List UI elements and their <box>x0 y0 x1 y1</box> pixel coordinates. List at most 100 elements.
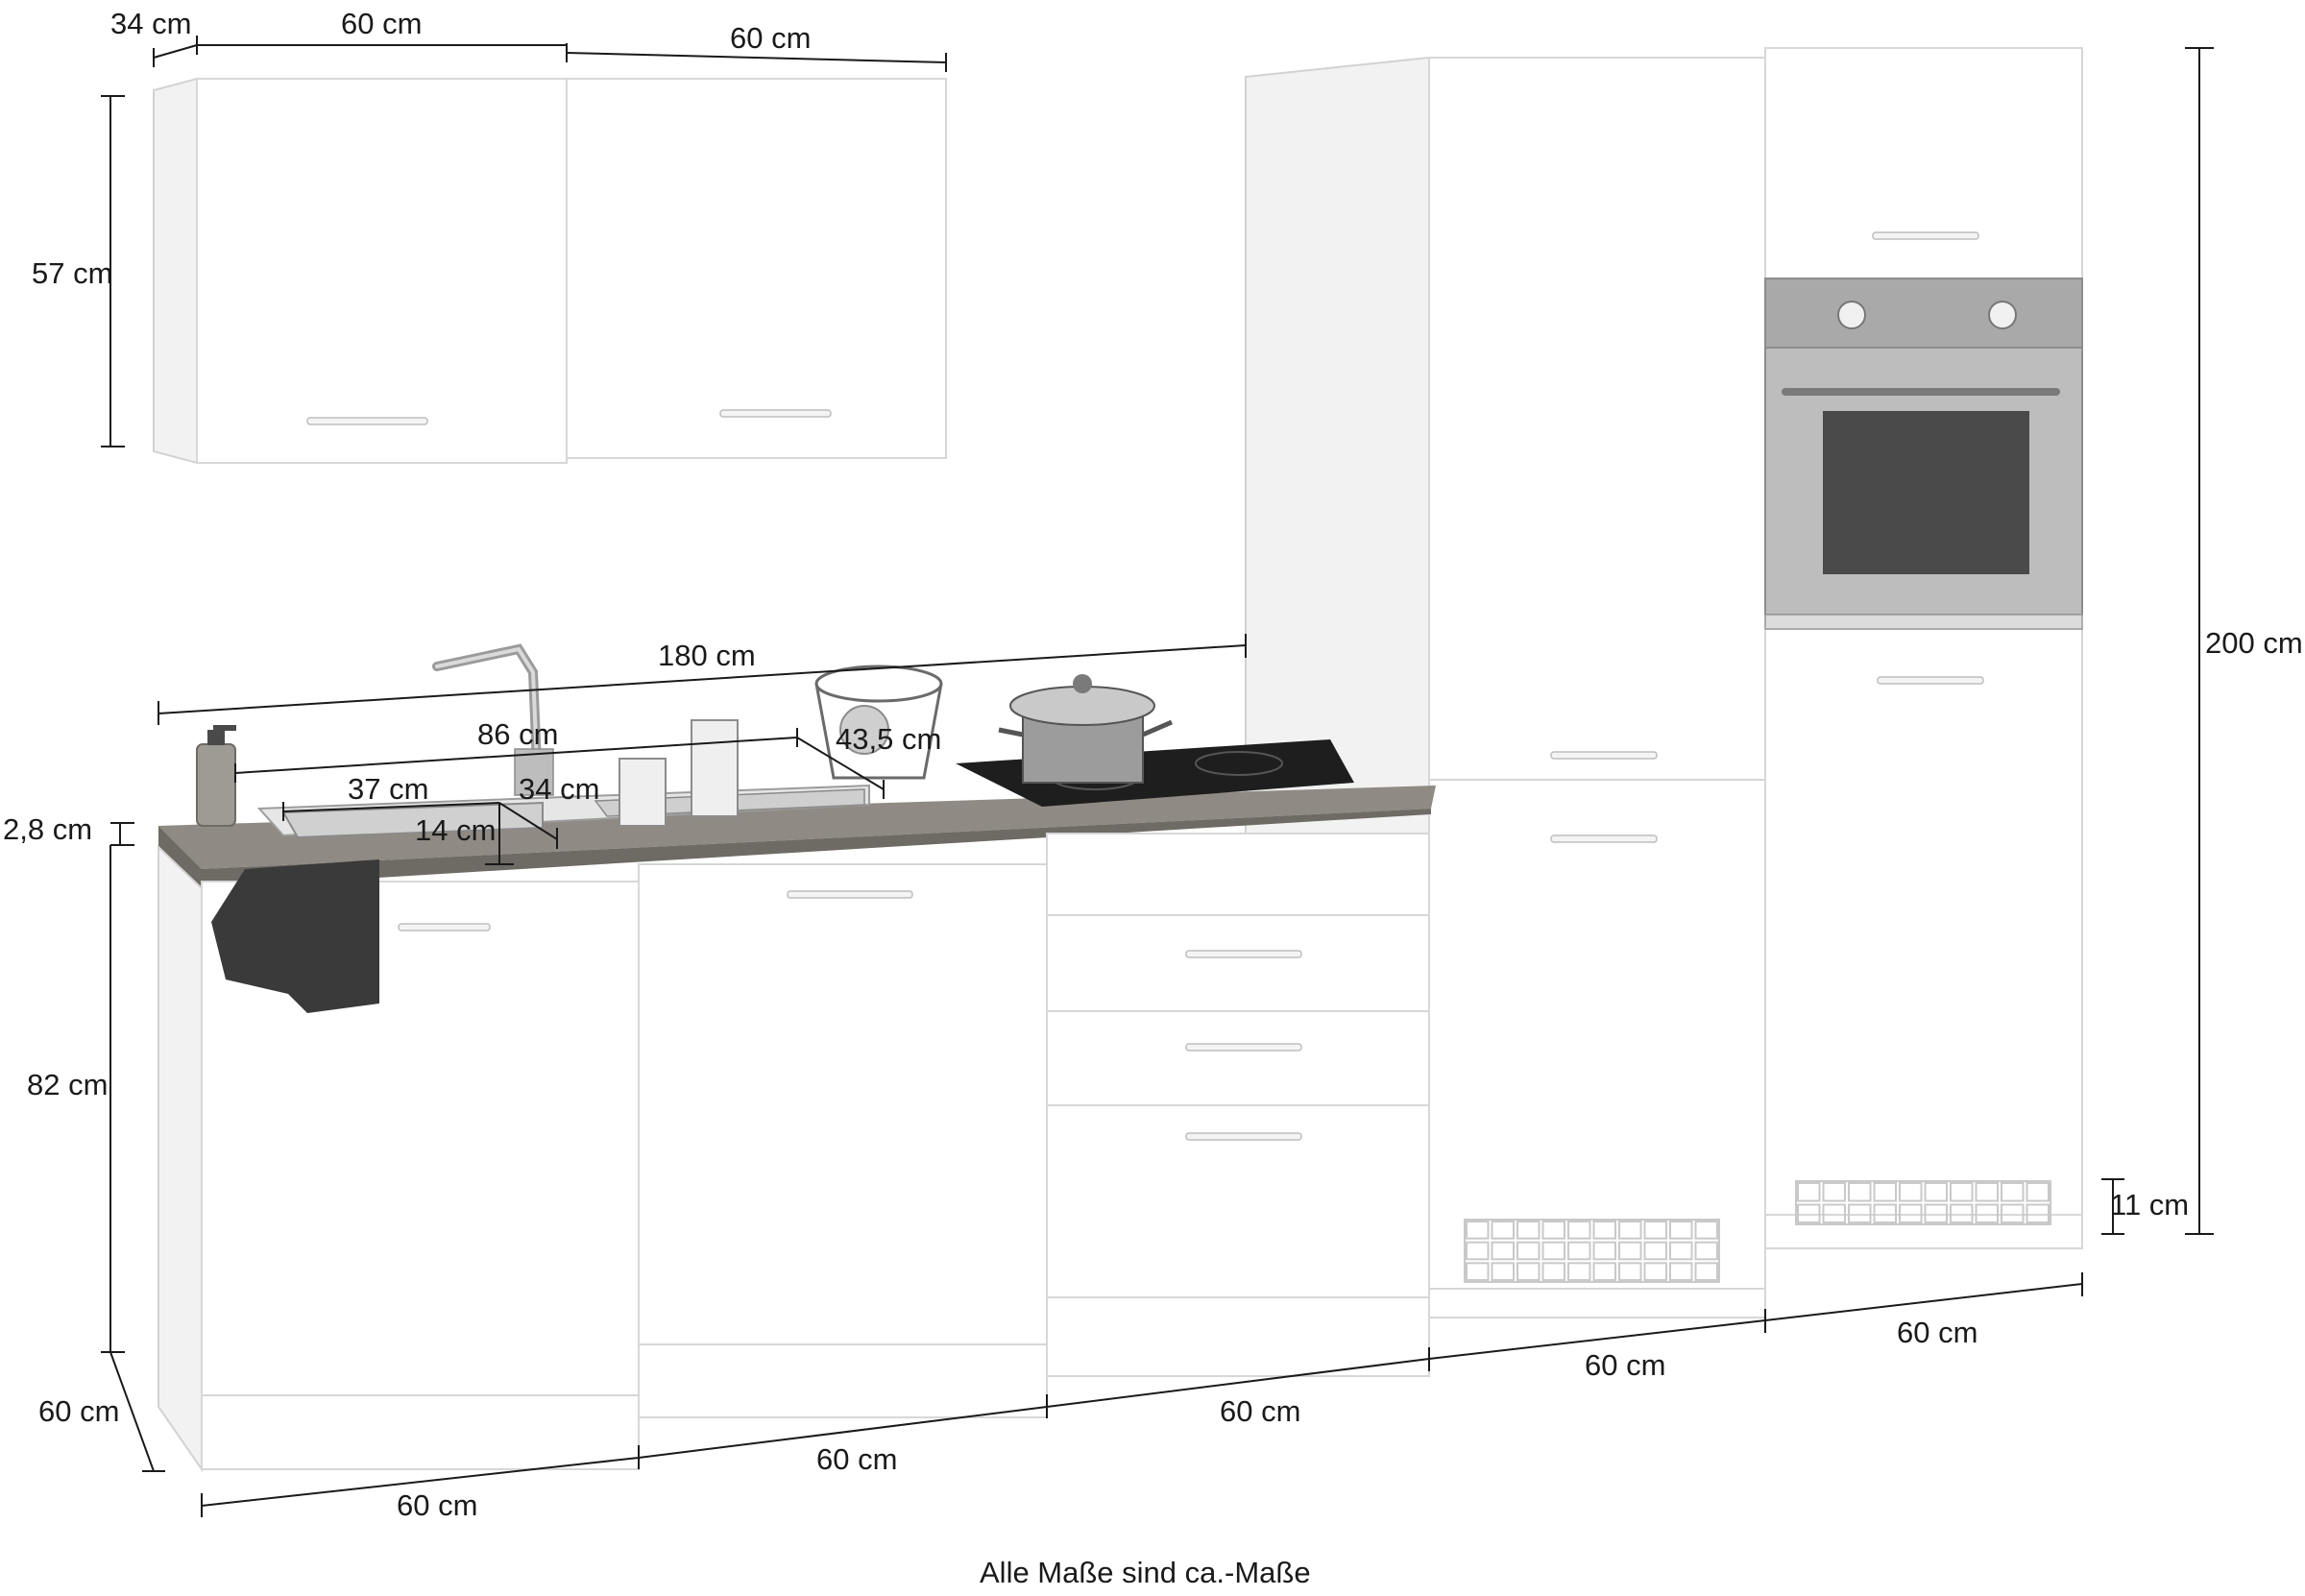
dimension-lines <box>101 36 2214 1517</box>
cups <box>619 719 739 827</box>
base-plinth-2 <box>638 1343 1048 1418</box>
base-plinth-1 <box>201 1394 640 1470</box>
vent-slot <box>1567 1241 1591 1261</box>
soap-dispenser-icon <box>196 725 236 827</box>
label-bowl-width: 37 cm <box>348 772 428 806</box>
vent-slot <box>1541 1241 1565 1261</box>
tea-towel <box>211 859 379 1013</box>
vent-slot <box>2001 1182 2025 1202</box>
drawer-4-handle <box>1185 1132 1302 1141</box>
base-cabinet-side <box>158 844 203 1473</box>
vent-slot <box>1975 1182 1999 1202</box>
vent-slot <box>1516 1241 1541 1261</box>
hob-ring <box>1195 751 1283 776</box>
cooking-pot-icon <box>998 674 1173 784</box>
vent-slot <box>1669 1241 1693 1261</box>
base-plinth-3 <box>1046 1296 1430 1377</box>
fridge-lower-handle <box>1550 834 1658 843</box>
label-base-width-2: 60 cm <box>816 1442 897 1476</box>
fridge-upper-handle <box>1550 751 1658 760</box>
oven-control-panel <box>1764 278 2083 349</box>
drawer-3-handle <box>1185 1043 1302 1052</box>
label-drainer-width: 34 cm <box>519 772 599 806</box>
label-wall-height: 57 cm <box>32 256 112 290</box>
vent-slot <box>1899 1203 1923 1223</box>
label-base-width-3: 60 cm <box>1220 1394 1300 1428</box>
drawer-1 <box>1046 833 1430 916</box>
oven-tower-bottom-handle <box>1877 676 1984 685</box>
vent-slot <box>1797 1182 1821 1202</box>
vent-slot <box>1567 1221 1591 1240</box>
vent-slot <box>1466 1241 1490 1261</box>
vent-slot <box>1924 1203 1948 1223</box>
cooktop-surface <box>956 739 1354 807</box>
faucet-icon <box>432 643 554 796</box>
vent-slot <box>1873 1182 1897 1202</box>
vent-slot <box>1618 1241 1642 1261</box>
label-base-depth: 60 cm <box>38 1394 119 1428</box>
fridge-upper-door <box>1428 57 1766 803</box>
sink-base-handle <box>398 923 491 931</box>
label-base-width-5: 60 cm <box>1897 1316 1977 1349</box>
footer-note: Alle Maße sind ca.-Maße <box>980 1556 1311 1589</box>
fridge-vent-grille <box>1464 1219 1720 1283</box>
label-wall-width-left: 60 cm <box>341 7 422 40</box>
worktop-front <box>202 809 1431 888</box>
wall-cabinet-right <box>566 78 947 459</box>
patterned-cup-1 <box>619 758 667 827</box>
label-worktop-thickness: 2,8 cm <box>3 812 92 846</box>
vent-slot <box>1592 1241 1616 1261</box>
vent-slot <box>1643 1262 1667 1282</box>
vent-slot <box>1541 1221 1565 1240</box>
worktop-edge <box>158 826 202 888</box>
knob-icon <box>1988 301 2017 329</box>
base-run <box>158 786 2083 1473</box>
oven-bottom-trim <box>1764 614 2083 630</box>
tower-vent-grille <box>1795 1180 2051 1225</box>
vent-slot <box>1848 1182 1872 1202</box>
vent-slot <box>1516 1221 1541 1240</box>
label-tray-depth: 43,5 cm <box>836 722 941 756</box>
vent-slot <box>1491 1262 1515 1282</box>
vent-slot <box>1516 1262 1541 1282</box>
vent-slot <box>2026 1203 2050 1223</box>
knob-icon <box>1837 301 1866 329</box>
label-wall-width-right: 60 cm <box>730 21 811 55</box>
vent-slot <box>1924 1182 1948 1202</box>
label-wall-depth: 34 cm <box>110 7 191 40</box>
vent-slot <box>2026 1182 2050 1202</box>
vent-slot <box>1592 1221 1616 1240</box>
label-plinth-height: 11 cm <box>2110 1188 2189 1221</box>
wire-basket-icon <box>814 665 943 780</box>
vent-slot <box>1541 1262 1565 1282</box>
vent-slot <box>1643 1241 1667 1261</box>
worktop-surface <box>158 786 1436 869</box>
vent-slot <box>1873 1203 1897 1223</box>
wall-cabinet-right-handle <box>719 409 832 418</box>
wall-cabinet-side <box>153 77 198 465</box>
vent-slot <box>1822 1182 1846 1202</box>
drawer-2-handle <box>1185 950 1302 958</box>
vent-slot <box>1899 1182 1923 1202</box>
tower-plinth <box>1764 1214 2083 1249</box>
tea-towel-icon <box>211 859 379 1013</box>
sink-bowl <box>281 801 544 839</box>
vent-slot <box>1491 1221 1515 1240</box>
label-bowl-depth: 14 cm <box>415 813 496 847</box>
vent-slot <box>1669 1221 1693 1240</box>
vent-slot <box>1797 1203 1821 1223</box>
vent-slot <box>1669 1262 1693 1282</box>
vent-slot <box>1950 1203 1974 1223</box>
vent-slot <box>1567 1262 1591 1282</box>
fridge-lower-door <box>1428 779 1766 1290</box>
vent-slot <box>1950 1182 1974 1202</box>
wall-cabinet-left <box>196 78 568 464</box>
label-base-width-4: 60 cm <box>1585 1348 1665 1382</box>
vent-slot <box>1643 1221 1667 1240</box>
drawer-3 <box>1046 1010 1430 1106</box>
base-cabinet-2-handle <box>787 890 913 899</box>
oven-tower-bottom-door <box>1764 628 2083 1216</box>
oven-window <box>1823 411 2029 574</box>
vent-slot <box>1491 1241 1515 1261</box>
